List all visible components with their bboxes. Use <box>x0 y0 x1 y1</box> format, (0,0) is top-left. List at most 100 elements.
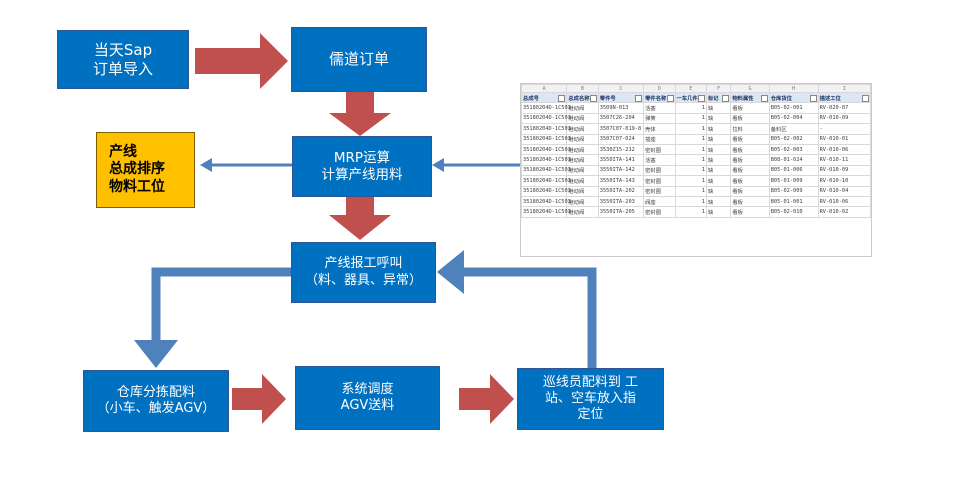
table-cell[interactable]: 1 <box>674 123 707 135</box>
table-cell[interactable]: 密封圈 <box>643 175 676 187</box>
column-header[interactable]: 零件名称 <box>643 91 676 104</box>
table-cell[interactable]: RV-010-10 <box>817 175 872 187</box>
table-cell[interactable]: 1 <box>674 164 707 177</box>
column-header[interactable]: 仓库货位 <box>768 91 819 104</box>
column-header[interactable]: 标记 <box>705 91 732 104</box>
table-cell[interactable]: B05-02-003 <box>768 143 819 156</box>
table-cell[interactable]: 35180204D-1C503 <box>520 185 571 197</box>
table-cell[interactable]: 3550ITA-143 <box>597 175 645 187</box>
table-cell[interactable]: 密封圈 <box>643 185 676 197</box>
column-header[interactable]: 一车几件 <box>674 91 707 104</box>
table-cell[interactable]: 看板 <box>730 112 770 125</box>
table-cell[interactable]: 缺 <box>705 133 732 145</box>
table-cell[interactable]: 缺 <box>705 123 732 135</box>
table-cell[interactable]: 3507C07-024 <box>597 133 645 145</box>
table-cell[interactable]: 继动阀 <box>566 195 599 208</box>
table-cell[interactable]: 1 <box>674 102 707 114</box>
table-cell[interactable]: - <box>817 123 872 135</box>
table-cell[interactable]: 35180204D-1C503 <box>520 206 571 218</box>
table-cell[interactable]: 缺 <box>705 154 732 166</box>
table-cell[interactable]: 3507C26-204 <box>597 112 645 125</box>
table-cell[interactable]: 阀座 <box>643 195 676 208</box>
table-cell[interactable]: 1 <box>674 206 707 218</box>
table-cell[interactable]: B08-01-024 <box>768 154 819 166</box>
table-cell[interactable]: 3550ITA-205 <box>597 206 645 218</box>
table-cell[interactable]: 1 <box>674 112 707 125</box>
table-cell[interactable]: B05-02-009 <box>768 185 819 197</box>
table-cell[interactable]: 弹簧 <box>643 112 676 125</box>
table-cell[interactable]: 拉料 <box>730 123 770 135</box>
table-cell[interactable]: 看板 <box>730 133 770 145</box>
table-cell[interactable]: 继动阀 <box>566 185 599 197</box>
table-cell[interactable]: 35180204D-1C503 <box>520 123 571 135</box>
table-cell[interactable]: 3550ITA-203 <box>597 195 645 208</box>
column-header[interactable]: 描述工位 <box>817 91 872 104</box>
table-cell[interactable]: 1 <box>674 133 707 145</box>
table-cell[interactable]: 1 <box>674 175 707 187</box>
filter-dropdown-icon[interactable] <box>809 94 817 102</box>
table-cell[interactable]: 3550ITA-141 <box>597 154 645 166</box>
filter-dropdown-icon[interactable] <box>697 94 705 102</box>
table-cell[interactable]: 活塞 <box>643 154 676 166</box>
table-cell[interactable]: 继动阀 <box>566 143 599 156</box>
table-cell[interactable]: 35180204D-1C503 <box>520 175 571 187</box>
table-cell[interactable]: RV-010-09 <box>817 112 872 125</box>
table-cell[interactable]: 35180204D-1C503 <box>520 112 571 125</box>
table-cell[interactable]: 密封圈 <box>643 206 676 218</box>
table-cell[interactable]: 壳体 <box>643 123 676 135</box>
table-cell[interactable]: 插座 <box>643 133 676 145</box>
table-cell[interactable]: 35180204D-1C503 <box>520 154 571 166</box>
table-cell[interactable]: 3509N-013 <box>597 102 645 114</box>
table-cell[interactable]: RV-010-06 <box>817 143 872 156</box>
table-cell[interactable]: 1 <box>674 143 707 156</box>
table-cell[interactable]: 35180204D-1C503 <box>520 195 571 208</box>
column-header[interactable]: 零件号 <box>597 91 645 104</box>
table-cell[interactable]: 1 <box>674 185 707 197</box>
table-cell[interactable]: RV-010-11 <box>817 154 872 166</box>
table-cell[interactable]: RV-010-04 <box>817 185 872 197</box>
table-cell[interactable]: 缺 <box>705 175 732 187</box>
filter-dropdown-icon[interactable] <box>666 94 674 102</box>
table-cell[interactable]: 继动阀 <box>566 154 599 166</box>
table-cell[interactable]: B05-02-004 <box>768 112 819 125</box>
table-cell[interactable]: 缺 <box>705 195 732 208</box>
table-cell[interactable]: 看板 <box>730 102 770 114</box>
table-cell[interactable]: 看板 <box>730 185 770 197</box>
table-cell[interactable]: 继动阀 <box>566 102 599 114</box>
table-cell[interactable]: 看板 <box>730 154 770 166</box>
column-header[interactable]: 总成号 <box>520 91 568 104</box>
filter-dropdown-icon[interactable] <box>558 94 566 102</box>
table-cell[interactable]: 继动阀 <box>566 175 599 187</box>
table-cell[interactable]: 备料区 <box>768 123 819 135</box>
table-cell[interactable]: 看板 <box>730 164 770 177</box>
table-cell[interactable]: RV-010-09 <box>817 164 872 177</box>
table-cell[interactable]: 活塞 <box>643 102 676 114</box>
table-cell[interactable]: 继动阀 <box>566 112 599 125</box>
table-cell[interactable]: B05-01-006 <box>768 164 819 177</box>
table-cell[interactable]: 缺 <box>705 164 732 177</box>
filter-dropdown-icon[interactable] <box>862 94 869 102</box>
table-cell[interactable]: 缺 <box>705 102 732 114</box>
table-cell[interactable]: 3507C07-019-8 <box>597 123 645 135</box>
table-cell[interactable]: 3550ITA-202 <box>597 185 645 197</box>
table-cell[interactable]: RV-010-01 <box>817 133 872 145</box>
table-cell[interactable]: B05-02-010 <box>768 206 819 218</box>
table-cell[interactable]: 继动阀 <box>566 123 599 135</box>
table-cell[interactable]: 看板 <box>730 143 770 156</box>
table-cell[interactable]: 35180204D-1C503 <box>520 102 571 114</box>
table-cell[interactable]: B05-02-002 <box>768 133 819 145</box>
table-cell[interactable]: 密封圈 <box>643 143 676 156</box>
table-cell[interactable]: B05-01-009 <box>768 175 819 187</box>
table-cell[interactable]: 35180204D-1C503 <box>520 164 571 177</box>
filter-dropdown-icon[interactable] <box>589 94 597 102</box>
table-cell[interactable]: 看板 <box>730 195 770 208</box>
table-cell[interactable]: 看板 <box>730 206 770 218</box>
column-header[interactable]: 物料属性 <box>730 91 770 104</box>
table-cell[interactable]: 缺 <box>705 206 732 218</box>
table-cell[interactable]: 35180204D-1C503 <box>520 133 571 145</box>
table-cell[interactable]: 缺 <box>705 143 732 156</box>
table-cell[interactable]: 35180204D-1C503 <box>520 143 571 156</box>
table-cell[interactable]: 1 <box>674 195 707 208</box>
filter-dropdown-icon[interactable] <box>760 94 768 102</box>
table-cell[interactable]: 3550ITA-142 <box>597 164 645 177</box>
